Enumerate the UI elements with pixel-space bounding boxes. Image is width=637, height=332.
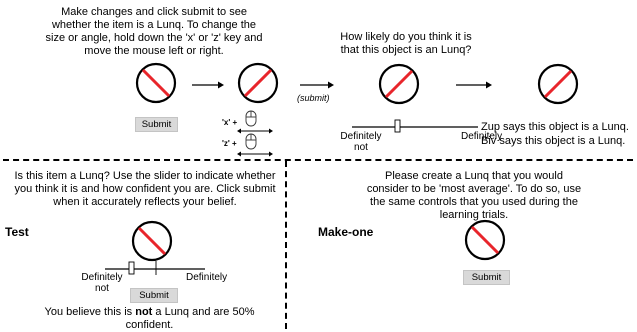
x-key-label: 'x' +	[222, 118, 238, 127]
z-key-label: 'z' +	[222, 139, 237, 148]
submit-step-label: (submit)	[297, 93, 330, 103]
horizontal-divider	[3, 159, 633, 161]
lunq-stimulus-icon	[135, 62, 177, 104]
slider-left-label: Definitely not	[81, 272, 123, 294]
belief-text: You believe this is not a Lunq and are 5…	[44, 306, 255, 331]
slider-left-label: Definitely not	[340, 131, 382, 153]
lunq-stimulus-icon	[378, 63, 420, 105]
test-instructions: Is this item a Lunq? Use the slider to i…	[14, 170, 276, 208]
make-instructions: Please create a Lunq that you would cons…	[366, 170, 582, 221]
test-title: Test	[5, 225, 29, 239]
arrow-right-icon	[192, 81, 224, 89]
arrow-right-icon	[456, 81, 492, 89]
mouse-icon	[245, 133, 257, 150]
submit-button[interactable]: Submit	[130, 288, 178, 303]
lunq-stimulus-icon	[464, 219, 506, 261]
lunq-stimulus-icon	[131, 220, 173, 262]
slider-handle-icon	[394, 119, 401, 133]
confidence-slider[interactable]	[105, 260, 205, 276]
lunq-stimulus-icon	[537, 63, 579, 105]
lunq-stimulus-icon	[237, 62, 279, 104]
question-top: How likely do you think it is that this …	[340, 31, 472, 56]
vertical-divider	[285, 161, 287, 329]
feedback-line-1: Zup says this object is a Lunq.	[481, 121, 629, 133]
submit-button[interactable]: Submit	[135, 117, 178, 132]
confidence-slider[interactable]	[352, 118, 478, 134]
submit-button[interactable]: Submit	[463, 270, 510, 285]
instructions-top: Make changes and click submit to see whe…	[45, 6, 263, 57]
arrow-right-icon	[300, 81, 334, 89]
slider-right-label: Definitely	[461, 131, 503, 142]
mouse-icon	[245, 110, 257, 127]
double-arrow-icon	[237, 151, 273, 157]
slider-handle-icon	[128, 261, 135, 275]
feedback-line-2: Biv says this object is a Lunq.	[481, 135, 626, 147]
double-arrow-icon	[237, 128, 273, 134]
make-title: Make-one	[318, 225, 374, 239]
slider-right-label: Definitely	[186, 272, 228, 283]
